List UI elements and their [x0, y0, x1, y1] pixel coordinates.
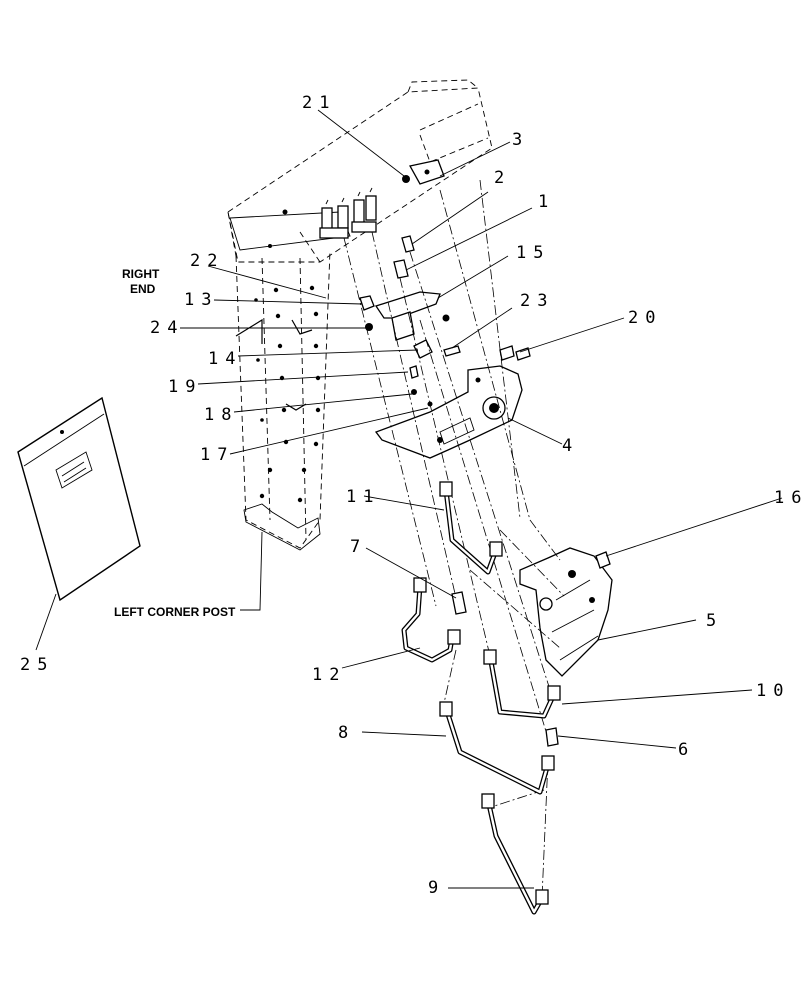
part-7-fitting	[451, 591, 467, 615]
callout-25: 25	[20, 655, 54, 675]
callout-11: 11	[346, 487, 380, 507]
callout-17: 17	[200, 445, 234, 465]
callout-19: 19	[168, 377, 202, 397]
part-12-tube	[401, 577, 461, 663]
right-end-label-line2: END	[130, 282, 156, 296]
callout-7: 7	[350, 537, 367, 557]
callout-12: 12	[312, 665, 346, 685]
callout-21: 21	[302, 93, 336, 113]
part-1-fitting	[393, 259, 409, 279]
leader-lines	[35, 109, 783, 889]
callout-1: 1	[538, 192, 555, 212]
part-19-bolt	[409, 365, 419, 379]
callout-15: 15	[516, 243, 550, 263]
callout-5: 5	[706, 611, 723, 631]
part-15-block	[391, 311, 415, 341]
frame-beam	[227, 79, 493, 263]
assembly-guide-lines	[343, 179, 565, 899]
callout-24: 24	[150, 318, 184, 338]
callout-10: 10	[756, 681, 790, 701]
part-8-tube	[439, 701, 555, 795]
callout-6: 6	[678, 740, 695, 760]
part-20-bolt	[499, 345, 515, 361]
callout-9: 9	[428, 878, 445, 898]
part-2-fitting	[401, 235, 415, 253]
callout-8: 8	[338, 723, 355, 743]
left-corner-post-label: LEFT CORNER POST	[114, 605, 236, 619]
callout-14: 14	[208, 349, 242, 369]
right-end-label-line1: RIGHT	[122, 267, 160, 281]
part-5-valve-body	[519, 547, 613, 677]
callout-13: 13	[184, 290, 218, 310]
callout-16: 16	[774, 488, 808, 508]
part-21-nut	[402, 175, 410, 183]
callout-20: 20	[628, 308, 662, 328]
part-9-tube	[481, 793, 549, 915]
part-13-nut	[359, 295, 375, 311]
callout-4: 4	[562, 436, 579, 456]
part-6-fitting	[545, 727, 559, 747]
part-10-tube	[483, 649, 561, 719]
valve-fittings	[319, 187, 377, 239]
part-11-tube	[439, 481, 503, 575]
part-15-bracket	[374, 291, 441, 319]
part-18-washer	[411, 389, 417, 395]
callout-18: 18	[204, 405, 238, 425]
callout-3: 3	[512, 130, 529, 150]
callout-2: 2	[494, 168, 511, 188]
part-25-decal	[17, 396, 141, 602]
callout-22: 22	[190, 251, 224, 271]
callout-23: 23	[520, 291, 554, 311]
part-4-bracket	[374, 365, 523, 459]
